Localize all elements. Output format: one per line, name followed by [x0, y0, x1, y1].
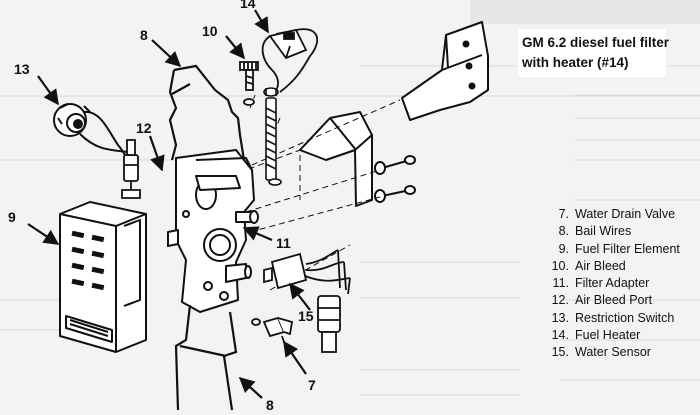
legend-label: Bail Wires: [575, 224, 632, 239]
callout-13: 13: [14, 61, 30, 77]
legend-number: 11.: [552, 276, 569, 291]
legend-label: Restriction Switch: [575, 310, 675, 325]
legend-number: 8.: [558, 224, 569, 239]
legend-item: 11. Filter Adapter: [540, 275, 700, 292]
legend-number: 12.: [551, 293, 569, 308]
parts-legend: 7. Water Drain Valve 8. Bail Wires 9. Fuel …: [540, 206, 700, 362]
legend-item: 13. Restriction Switch: [540, 310, 700, 327]
diagram-caption: GM 6.2 diesel fuel filter with heater (#…: [518, 29, 670, 77]
caption-line-1: GM 6.2 diesel fuel filter: [522, 35, 670, 50]
callout-10: 10: [202, 23, 218, 39]
legend-label: Air Bleed Port: [575, 293, 653, 308]
arrow-13: [37, 75, 59, 106]
callout-labels: 14 8 10 13 12 9 11 15 7 8: [8, 0, 316, 413]
legend-item: 10. Air Bleed: [540, 258, 700, 275]
callout-12: 12: [136, 120, 152, 136]
legend-number: 9.: [558, 241, 569, 256]
caption-line-2: with heater (#14): [522, 55, 629, 70]
bail-wire-upper: [168, 64, 246, 169]
callout-8-bottom: 8: [266, 397, 274, 413]
water-sensor: [263, 249, 351, 353]
fuel-heater-connector: [261, 28, 319, 93]
arrow-15: [289, 282, 311, 311]
switch-connector: [121, 139, 141, 199]
legend-label: Water Drain Valve: [575, 207, 676, 221]
legend-label: Water Sensor: [575, 345, 651, 360]
fuel-filter-element: [59, 201, 147, 353]
legend-number: 15.: [551, 345, 569, 360]
legend-item: 15. Water Sensor: [540, 344, 700, 361]
legend-item: 7. Water Drain Valve: [540, 206, 700, 223]
water-drain-valve: [251, 316, 294, 349]
legend-number: 7.: [558, 207, 569, 221]
legend-label: Filter Adapter: [575, 276, 650, 291]
bracket-bolts: [374, 155, 416, 203]
callout-7: 7: [308, 377, 316, 393]
callout-14: 14: [240, 0, 256, 11]
arrow-9: [27, 223, 60, 245]
restriction-switch: [53, 103, 131, 169]
legend-item: 12. Air Bleed Port: [540, 292, 700, 309]
heater-coil: [263, 87, 282, 186]
arrow-8-top: [151, 39, 182, 68]
callout-8-top: 8: [140, 27, 148, 43]
legend-label: Fuel Heater: [575, 328, 641, 343]
arrow-10: [225, 35, 245, 60]
callout-15: 15: [298, 308, 314, 324]
legend-item: 8. Bail Wires: [540, 223, 700, 240]
arrow-8-bottom: [238, 376, 263, 399]
air-bleed-screw: [239, 61, 259, 106]
legend-number: 13.: [551, 310, 569, 325]
legend-label: Air Bleed: [575, 258, 626, 273]
legend-label: Fuel Filter Element: [575, 241, 680, 256]
bail-wire-lower: [174, 304, 238, 411]
legend-item: 9. Fuel Filter Element: [540, 241, 700, 258]
arrow-11: [242, 226, 273, 242]
arrow-12: [148, 135, 165, 172]
callout-9: 9: [8, 209, 16, 225]
arrow-7: [283, 340, 307, 375]
arrow-14: [254, 9, 269, 34]
filter-adapter: [167, 149, 259, 313]
legend-item: 14. Fuel Heater: [540, 327, 700, 344]
callout-arrows: [27, 9, 311, 399]
legend-number: 10.: [551, 258, 569, 273]
callout-11: 11: [276, 235, 291, 251]
legend-number: 14.: [551, 328, 569, 343]
